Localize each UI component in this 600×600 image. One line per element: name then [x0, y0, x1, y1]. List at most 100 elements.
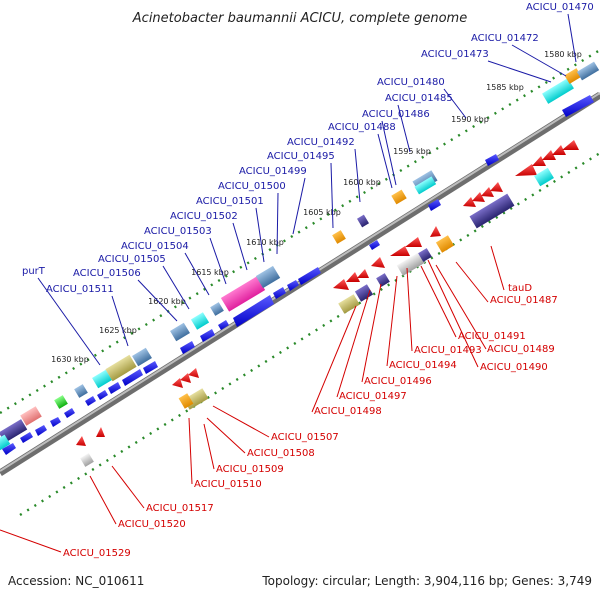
- forward-gene[interactable]: [255, 265, 281, 289]
- forward-gene[interactable]: [74, 384, 88, 398]
- forward-gene-label[interactable]: ACICU_01499: [239, 166, 307, 177]
- reverse-gene[interactable]: [371, 257, 385, 268]
- forward-gene[interactable]: [428, 199, 441, 211]
- forward-gene[interactable]: [20, 432, 33, 443]
- forward-gene-label[interactable]: ACICU_01485: [385, 93, 453, 104]
- reverse-gene-label[interactable]: ACICU_01517: [146, 503, 214, 514]
- reverse-gene-label[interactable]: ACICU_01509: [216, 464, 284, 475]
- forward-gene-label[interactable]: ACICU_01501: [196, 196, 264, 207]
- reverse-gene[interactable]: [435, 235, 455, 253]
- reverse-gene[interactable]: [405, 237, 422, 247]
- forward-gene[interactable]: [108, 382, 121, 394]
- reverse-gene-label[interactable]: ACICU_01493: [414, 345, 482, 356]
- reverse-gene[interactable]: [96, 427, 105, 437]
- reverse-gene[interactable]: [490, 182, 503, 192]
- forward-gene-label[interactable]: ACICU_01502: [170, 211, 238, 222]
- forward-gene[interactable]: [562, 95, 594, 117]
- reverse-gene[interactable]: [430, 226, 441, 237]
- reverse-gene-label[interactable]: ACICU_01491: [458, 331, 526, 342]
- reverse-gene[interactable]: [469, 193, 515, 229]
- forward-gene[interactable]: [92, 369, 112, 389]
- reverse-gene[interactable]: [172, 378, 183, 388]
- forward-gene[interactable]: [132, 347, 152, 367]
- forward-gene[interactable]: [485, 154, 499, 166]
- reverse-gene[interactable]: [354, 284, 374, 302]
- reverse-gene[interactable]: [346, 272, 360, 282]
- reverse-gene[interactable]: [80, 453, 94, 467]
- forward-gene[interactable]: [85, 396, 96, 406]
- forward-gene[interactable]: [122, 369, 143, 386]
- reverse-gene-label[interactable]: ACICU_01498: [314, 406, 382, 417]
- forward-gene[interactable]: [391, 189, 407, 205]
- reverse-gene-label[interactable]: ACICU_01520: [118, 519, 186, 530]
- forward-gene[interactable]: [200, 329, 215, 342]
- reverse-gene[interactable]: [532, 156, 546, 166]
- forward-gene[interactable]: [0, 434, 11, 451]
- forward-gene-label[interactable]: ACICU_01495: [267, 151, 335, 162]
- forward-gene[interactable]: [143, 361, 158, 374]
- forward-gene[interactable]: [64, 408, 75, 418]
- forward-gene-label[interactable]: ACICU_01511: [46, 284, 114, 295]
- reverse-gene[interactable]: [481, 187, 494, 197]
- reverse-gene[interactable]: [178, 393, 194, 409]
- reverse-gene-label[interactable]: ACICU_01489: [487, 344, 555, 355]
- forward-gene[interactable]: [35, 425, 47, 436]
- forward-gene-label[interactable]: ACICU_01470: [526, 2, 594, 13]
- forward-gene-label[interactable]: ACICU_01506: [73, 268, 141, 279]
- forward-gene[interactable]: [220, 276, 266, 312]
- forward-gene[interactable]: [233, 295, 274, 327]
- forward-gene[interactable]: [210, 302, 224, 316]
- reverse-gene-label[interactable]: tauD: [508, 283, 532, 294]
- reverse-gene[interactable]: [188, 368, 199, 378]
- forward-gene[interactable]: [542, 78, 574, 104]
- reverse-gene[interactable]: [418, 248, 432, 262]
- forward-gene[interactable]: [54, 395, 68, 409]
- reverse-gene-label[interactable]: ACICU_01494: [389, 360, 457, 371]
- forward-gene[interactable]: [97, 390, 108, 400]
- forward-gene[interactable]: [332, 230, 346, 244]
- forward-gene[interactable]: [105, 354, 137, 382]
- forward-gene[interactable]: [218, 320, 229, 330]
- forward-gene-label[interactable]: ACICU_01505: [98, 254, 166, 265]
- reverse-gene-label[interactable]: ACICU_01497: [339, 391, 407, 402]
- reverse-gene-label[interactable]: ACICU_01490: [480, 362, 548, 373]
- forward-gene[interactable]: [287, 280, 299, 291]
- forward-gene-label[interactable]: ACICU_01472: [471, 33, 539, 44]
- forward-gene[interactable]: [2, 443, 16, 455]
- reverse-gene-label[interactable]: ACICU_01507: [271, 432, 339, 443]
- reverse-gene[interactable]: [515, 164, 537, 176]
- forward-gene-label[interactable]: ACICU_01473: [421, 49, 489, 60]
- reverse-gene[interactable]: [552, 145, 566, 155]
- reverse-gene[interactable]: [472, 192, 485, 202]
- forward-gene-label[interactable]: purT: [22, 266, 46, 277]
- reverse-gene-label[interactable]: ACICU_01487: [490, 295, 558, 306]
- forward-gene-label[interactable]: ACICU_01503: [144, 226, 212, 237]
- forward-gene[interactable]: [20, 406, 42, 426]
- reverse-gene[interactable]: [396, 252, 426, 276]
- reverse-gene[interactable]: [180, 373, 191, 383]
- forward-gene[interactable]: [273, 287, 286, 299]
- forward-gene[interactable]: [414, 176, 437, 195]
- forward-gene[interactable]: [298, 267, 321, 285]
- reverse-gene[interactable]: [390, 246, 410, 256]
- forward-gene[interactable]: [50, 417, 61, 427]
- reverse-gene[interactable]: [542, 150, 556, 160]
- reverse-gene[interactable]: [333, 279, 349, 290]
- reverse-gene-label[interactable]: ACICU_01496: [364, 376, 432, 387]
- reverse-gene-label[interactable]: ACICU_01508: [247, 448, 315, 459]
- forward-gene[interactable]: [369, 240, 380, 250]
- forward-gene-label[interactable]: ACICU_01480: [377, 77, 445, 88]
- reverse-gene-label[interactable]: ACICU_01510: [194, 479, 262, 490]
- reverse-gene[interactable]: [376, 273, 390, 287]
- forward-gene[interactable]: [190, 312, 210, 330]
- reverse-gene-label[interactable]: ACICU_01529: [63, 548, 131, 559]
- reverse-gene[interactable]: [357, 269, 369, 278]
- forward-gene-label[interactable]: ACICU_01488: [328, 122, 396, 133]
- reverse-gene[interactable]: [463, 197, 476, 207]
- forward-gene[interactable]: [576, 61, 600, 81]
- forward-gene[interactable]: [180, 341, 195, 354]
- reverse-gene[interactable]: [562, 140, 579, 150]
- forward-gene[interactable]: [170, 322, 190, 342]
- reverse-gene[interactable]: [534, 167, 554, 187]
- forward-gene-label[interactable]: ACICU_01486: [362, 109, 430, 120]
